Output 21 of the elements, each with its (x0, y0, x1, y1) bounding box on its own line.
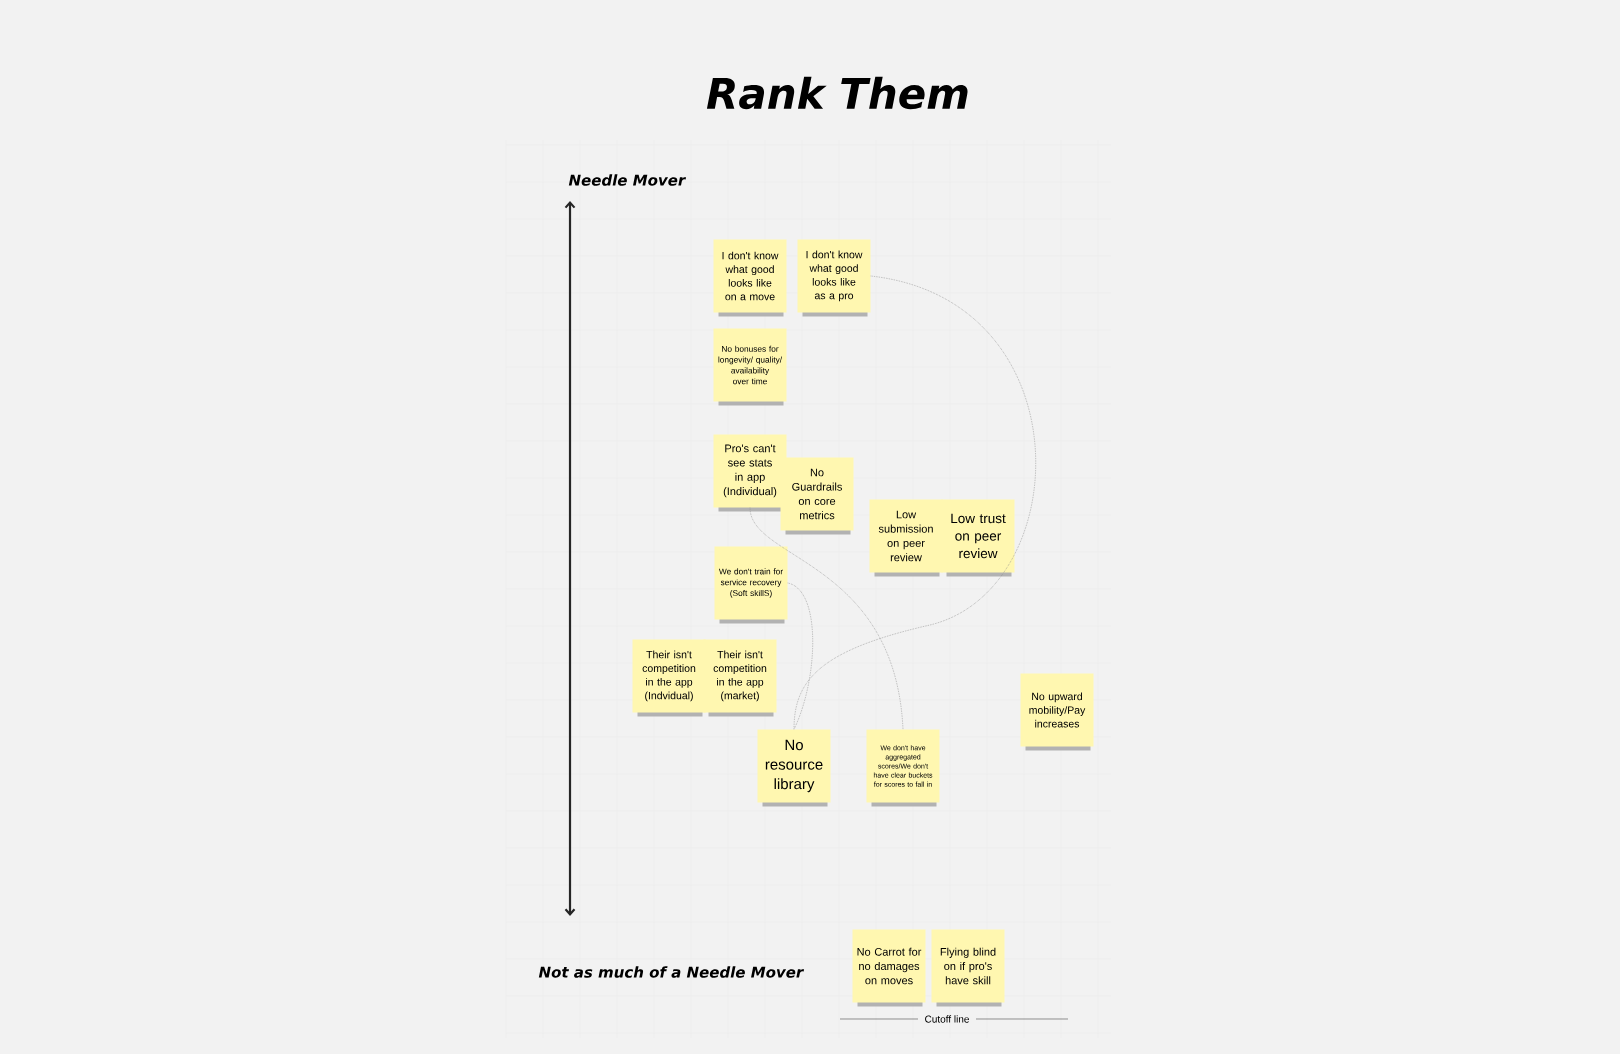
sticky-note: No Carrot for no damages on moves (852, 929, 926, 1007)
connector (793, 275, 1036, 730)
sticky-note: Their isn't competition in the app (market) (703, 639, 777, 717)
connector (749, 507, 904, 730)
sticky-note: Flying blind on if pro's have skill (931, 929, 1005, 1007)
line-label: Cutoff line (925, 1015, 969, 1023)
connector (787, 582, 814, 730)
axis-label: Needle Mover (568, 174, 687, 186)
sticky-note: I don't know what good looks like as a pro (797, 239, 871, 317)
sticky-note: Their isn't competition in the app (Indvidual) (632, 639, 706, 717)
sticky-note: No resource library (757, 729, 831, 807)
sticky-note: Pro's can't see stats in app (Individual) (713, 434, 787, 512)
title: Rank Them (706, 76, 968, 110)
axis-label: Not as much of a Needle Mover (538, 966, 805, 978)
sticky-note: I don't know what good looks like on a move (713, 239, 787, 317)
sticky-note: Low trust on peer review (941, 499, 1015, 577)
sticky-note: No Guardrails on core metrics (780, 457, 854, 535)
sticky-note: No upward mobility/Pay increases (1020, 673, 1094, 751)
sticky-note: We don't train for service recovery (Soft skillS) (714, 546, 788, 624)
sticky-note: No bonuses for longevity/ quality/ availability over time (713, 328, 787, 406)
sticky-note: Low submission on peer review (869, 499, 943, 577)
